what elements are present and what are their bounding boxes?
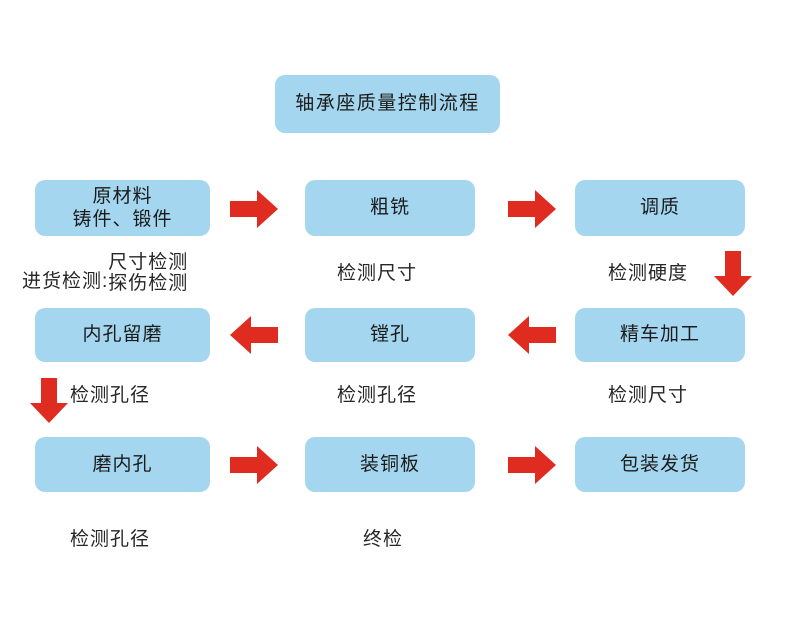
label-check-dimension-1: 检测尺寸 [337, 263, 418, 284]
node-label: 装铜板 [359, 453, 420, 475]
label-final-inspection: 终检 [363, 529, 404, 550]
node-label: 磨内孔 [92, 453, 153, 475]
node-grind-inner-hole: 磨内孔 [35, 437, 210, 492]
node-label: 粗铣 [369, 197, 410, 219]
node-label: 调质 [639, 197, 680, 219]
node-label: 包装发货 [619, 453, 700, 475]
label-incoming-inspection: 进货检测: 尺寸检测 探伤检测 [22, 252, 189, 295]
label-check-bore-diameter-3: 检测孔径 [70, 529, 151, 550]
node-quench-temper: 调质 [575, 180, 745, 236]
node-packing-shipping: 包装发货 [575, 437, 745, 492]
arrow-rough-to-quench-icon [508, 190, 556, 228]
label-check-dimension-2: 检测尺寸 [608, 385, 689, 406]
arrow-finish-turning-to-boring-icon [508, 316, 556, 354]
node-label: 镗孔 [369, 324, 410, 346]
arrow-copper-plate-to-packing-icon [508, 446, 556, 484]
node-rough-milling: 粗铣 [305, 180, 475, 236]
arrow-raw-to-rough-icon [230, 190, 278, 228]
node-label: 轴承座质量控制流程 [295, 93, 480, 115]
label-check-hardness: 检测硬度 [608, 263, 689, 284]
node-label-line-1: 原材料 [92, 185, 153, 207]
node-label-line-2: 铸件、锻件 [72, 209, 173, 230]
arrow-reserve-grind-to-grind-icon [30, 378, 68, 423]
node-finish-turning: 精车加工 [575, 308, 745, 362]
arrow-grind-to-copper-plate-icon [230, 446, 278, 484]
node-bore-reserve-grind: 内孔留磨 [35, 308, 210, 362]
label-check-bore-diameter-1: 检测孔径 [70, 385, 151, 406]
label-check-bore-diameter-2: 检测孔径 [337, 385, 418, 406]
arrow-boring-to-reserve-grind-icon [230, 316, 278, 354]
node-label: 内孔留磨 [82, 324, 163, 346]
label-incoming-inspection-line-2: 探伤检测 [108, 272, 189, 294]
node-label: 精车加工 [619, 324, 700, 346]
label-incoming-inspection-line-1: 尺寸检测 [108, 252, 189, 273]
node-process-title: 轴承座质量控制流程 [275, 75, 500, 133]
node-raw-material: 原材料 铸件、锻件 [35, 180, 210, 236]
label-incoming-inspection-prefix: 进货检测: [22, 270, 109, 292]
arrow-quench-to-finish-turning-icon [714, 251, 752, 296]
node-boring: 镗孔 [305, 308, 475, 362]
node-install-copper-plate: 装铜板 [305, 437, 475, 492]
